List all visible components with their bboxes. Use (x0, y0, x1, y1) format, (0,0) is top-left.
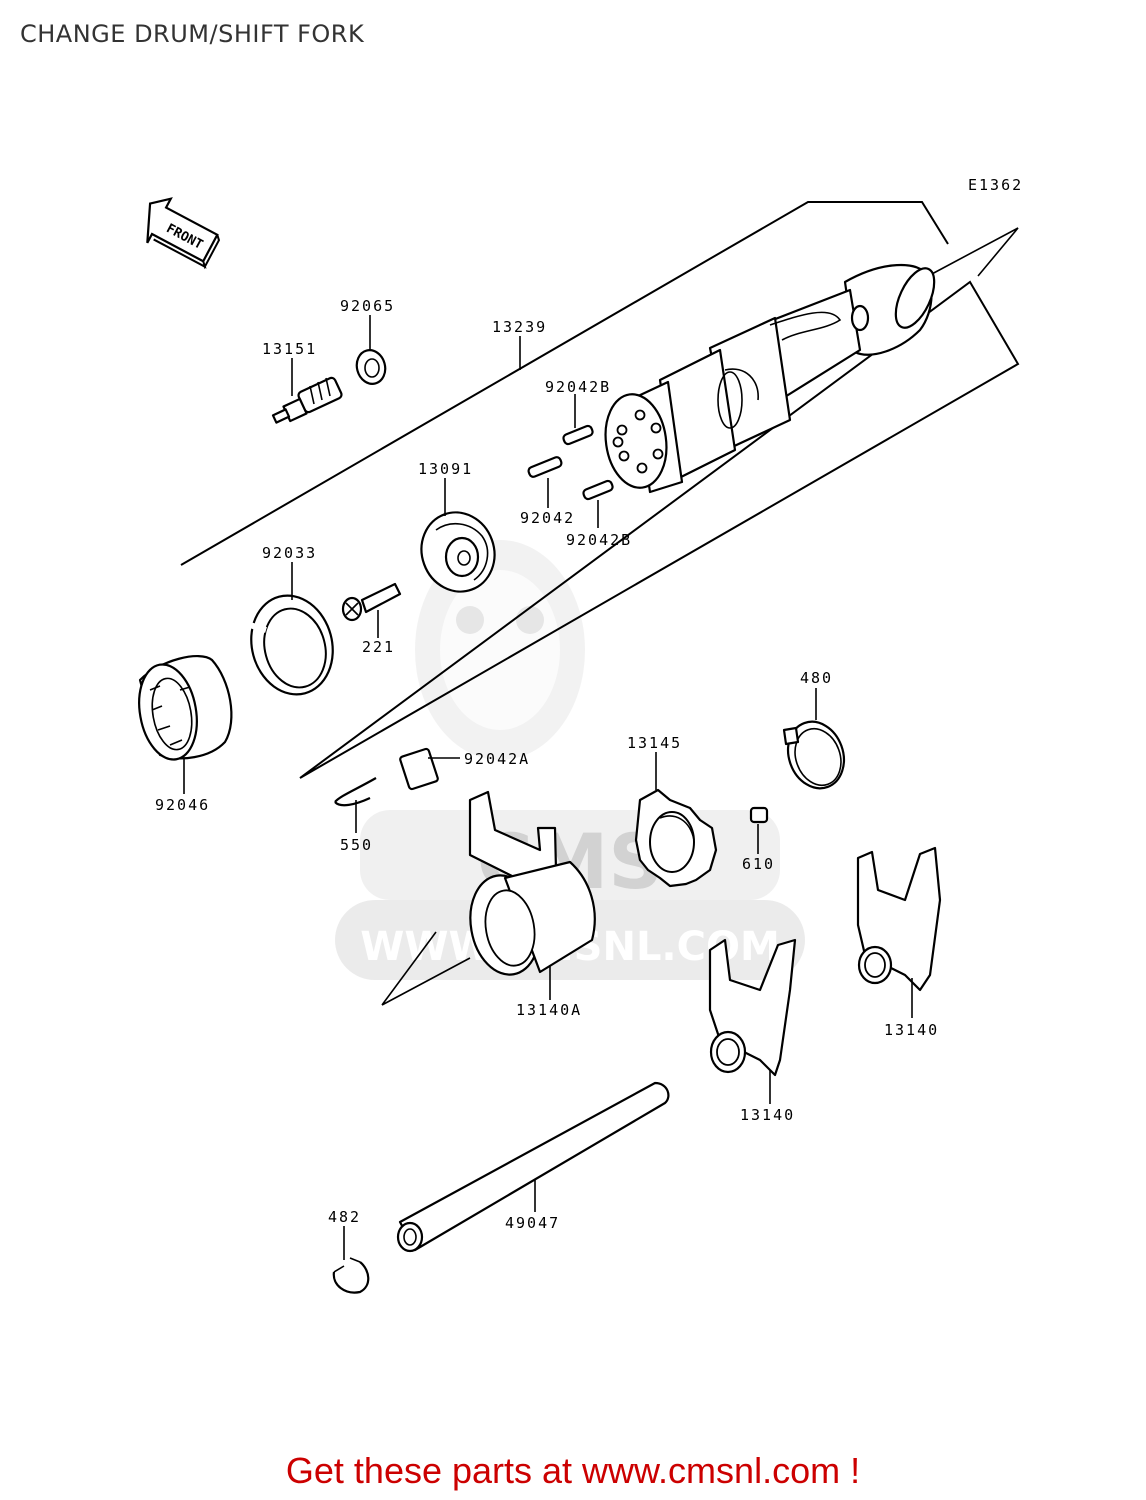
part-label-221: 221 (362, 638, 395, 656)
part-label-13145: 13145 (627, 734, 682, 752)
pin-92042B-upper (562, 424, 594, 446)
part-label-92042B-upper: 92042B (545, 378, 611, 396)
gear-positioning-holder (634, 788, 718, 888)
change-drum (604, 263, 936, 494)
part-label-482: 482 (328, 1208, 361, 1226)
cam-plate (420, 511, 496, 593)
part-label-550: 550 (340, 836, 373, 854)
part-label-92046: 92046 (155, 796, 210, 814)
page-title: CHANGE DRUM/SHIFT FORK (20, 20, 365, 48)
leader-lines (183, 315, 913, 1260)
part-label-92042B-lower: 92042B (566, 531, 632, 549)
part-label-13140A: 13140A (516, 1001, 582, 1019)
shift-fork-13140-middle (708, 938, 797, 1077)
diagram-code: E1362 (968, 176, 1023, 194)
part-label-610: 610 (742, 855, 775, 873)
assembly-frame (180, 201, 1020, 779)
part-labels: 13239 92065 13151 92042B 13091 92042 920… (155, 297, 939, 1232)
part-label-480: 480 (800, 669, 833, 687)
part-label-13091: 13091 (418, 460, 473, 478)
washer (355, 349, 387, 385)
neutral-switch (271, 376, 343, 424)
part-label-13140-right: 13140 (884, 1021, 939, 1039)
pin-610 (749, 806, 769, 824)
snap-ring-92033 (249, 594, 334, 696)
shift-fork-13140-right (856, 846, 942, 992)
pin-92042B-lower (582, 479, 614, 501)
fork-shaft-line (381, 931, 471, 1006)
cotter-pin (334, 777, 377, 807)
part-label-92065: 92065 (340, 297, 395, 315)
part-label-13239: 13239 (492, 318, 547, 336)
part-label-13151: 13151 (262, 340, 317, 358)
circlip-480 (782, 720, 846, 790)
part-label-49047: 49047 (505, 1214, 560, 1232)
circlip-482 (332, 1257, 370, 1294)
part-label-13140-middle: 13140 (740, 1106, 795, 1124)
footer-link[interactable]: Get these parts at www.cmsnl.com ! (285, 1450, 861, 1491)
screw (341, 582, 402, 622)
pin-92042A (399, 747, 439, 791)
front-arrow-icon: FRONT (146, 197, 221, 270)
shift-fork-13140A (468, 790, 596, 976)
shaft-axis-line (929, 227, 1019, 277)
shift-rod (396, 1081, 670, 1253)
part-label-92033: 92033 (262, 544, 317, 562)
needle-bearing (138, 655, 233, 761)
part-label-92042A: 92042A (464, 750, 530, 768)
pin-92042 (527, 456, 563, 478)
part-label-92042: 92042 (520, 509, 575, 527)
